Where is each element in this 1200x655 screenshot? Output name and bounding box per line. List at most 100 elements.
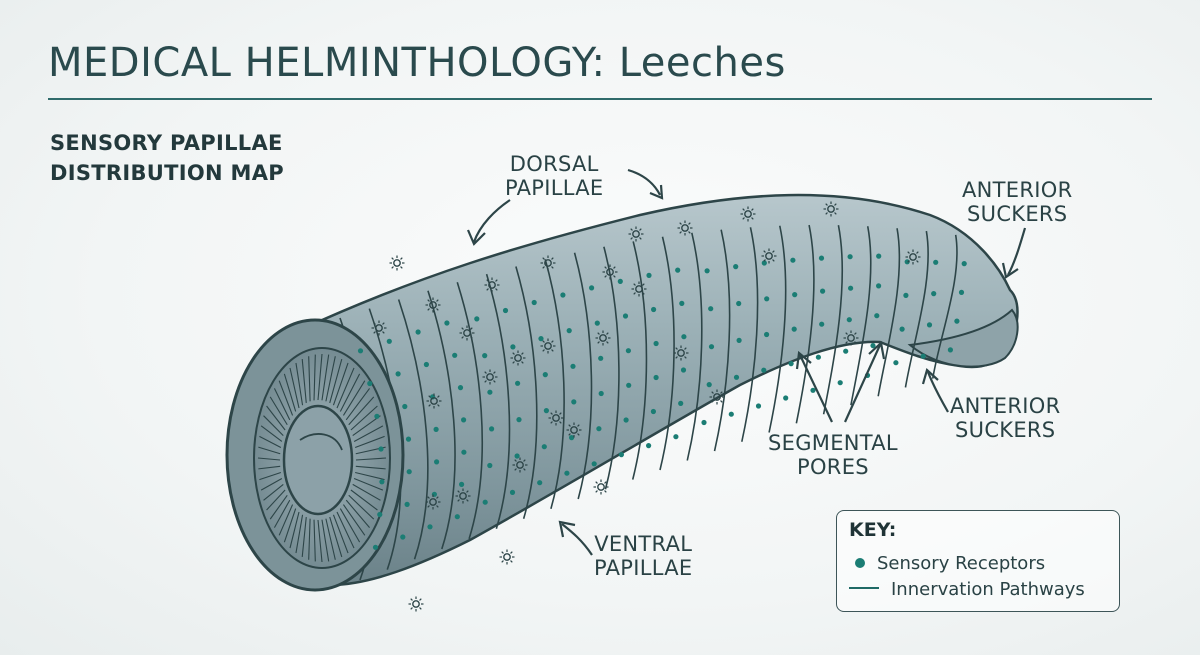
label-dorsal-papillae: DORSAL PAPILLAE <box>505 152 603 200</box>
receptor-dot <box>681 334 687 340</box>
receptor-dot <box>818 255 825 261</box>
receptor-dot <box>783 395 789 401</box>
receptor-dot <box>819 321 825 327</box>
receptor-dot <box>926 322 933 328</box>
sun-receptor-icon <box>631 281 647 297</box>
sun-receptor-icon <box>389 255 405 271</box>
receptor-dot <box>598 390 604 397</box>
sun-receptor-icon <box>595 330 611 346</box>
segment-ring <box>877 228 901 397</box>
subtitle-line-2: DISTRIBUTION MAP <box>50 161 284 185</box>
receptor-dot <box>947 347 954 353</box>
receptor-dot <box>903 292 909 298</box>
segmental-arrow-2 <box>843 344 882 423</box>
sun-receptor-icon <box>371 320 387 336</box>
receptor-dot <box>646 443 652 449</box>
label-anterior-bottom-line-2: SUCKERS <box>955 418 1056 442</box>
receptor-dot <box>708 306 714 312</box>
receptor-dot <box>653 340 659 347</box>
anterior-bottom-arrow-head <box>921 367 939 385</box>
receptor-dot <box>678 400 684 406</box>
label-ventral-line-2: PAPILLAE <box>594 556 693 580</box>
sucker-radial-line <box>266 405 286 431</box>
sucker-radial-line <box>273 388 291 421</box>
receptor-dot <box>372 544 379 550</box>
sucker-radial-line <box>350 489 378 511</box>
receptor-dot <box>509 489 516 495</box>
segment-ring <box>795 224 815 424</box>
dorsal-arrow-right-head <box>649 184 664 200</box>
anterior-bottom-arrow <box>926 371 949 413</box>
segment-ring <box>573 252 593 500</box>
receptor-dot <box>761 367 767 373</box>
sucker-radial-line <box>301 359 307 403</box>
receptor-dot <box>541 444 547 450</box>
sucker-radial-line <box>339 508 361 543</box>
sensory-receptor-dots <box>357 253 967 550</box>
receptor-dot <box>847 254 853 260</box>
receptor-dot <box>954 318 960 324</box>
receptor-dot <box>357 348 364 354</box>
sucker-radial-line <box>325 518 336 560</box>
receptor-dot <box>598 355 604 361</box>
sucker-radial-line <box>269 396 288 426</box>
sucker-radial-line <box>352 415 381 437</box>
sucker-radial-line <box>339 373 361 412</box>
receptor-dot <box>537 480 543 486</box>
label-dorsal-line-1: DORSAL <box>509 152 599 176</box>
receptor-dot <box>680 367 687 373</box>
sun-receptor-icon <box>484 277 500 293</box>
subtitle-line-1: SENSORY PAPILLAE <box>50 131 283 155</box>
sucker-radial-line <box>350 405 378 431</box>
receptor-dot <box>810 387 816 393</box>
segment-ring <box>713 229 731 452</box>
receptor-dot <box>433 426 439 432</box>
sun-receptor-icon <box>740 206 756 222</box>
receptor-dot <box>625 348 632 354</box>
segment-ring <box>485 273 511 529</box>
segment-ring <box>741 227 759 442</box>
receptor-dot <box>452 352 458 358</box>
dorsal-arrow-left <box>472 199 511 243</box>
segment-ring <box>686 232 703 461</box>
sucker-radial-line <box>355 465 386 470</box>
sucker-radial-line <box>325 356 336 402</box>
sucker-radial-line <box>273 499 291 528</box>
receptor-dot <box>386 338 392 344</box>
segment-ring <box>397 299 429 560</box>
receptor-dot <box>755 403 762 409</box>
receptor-dot <box>374 413 380 419</box>
receptor-dot <box>617 278 623 284</box>
receptor-dot <box>820 288 826 294</box>
receptor-dot <box>673 434 679 440</box>
receptor-dot <box>542 372 548 378</box>
label-ventral-line-1: VENTRAL <box>594 532 693 556</box>
sun-receptor-icon <box>677 220 693 236</box>
receptor-dot <box>961 261 967 267</box>
sun-receptor-icon <box>425 297 441 313</box>
key-title: KEY: <box>849 519 897 541</box>
label-segmental-line-1: SEGMENTAL <box>768 431 898 455</box>
receptor-dot <box>792 292 798 298</box>
pathway-line-icon <box>849 586 879 589</box>
sucker-radial-line <box>317 519 323 563</box>
sucker-radial-line <box>348 396 375 426</box>
receptor-dot <box>514 453 520 459</box>
legend-key: KEY: Sensory Receptors Innervation Pathw… <box>836 510 1120 612</box>
sucker-radial-line <box>345 499 370 528</box>
sucker-radial-line <box>354 435 385 449</box>
receptor-dot <box>378 446 384 452</box>
sucker-radial-line <box>258 465 281 470</box>
sucker-radial-line <box>289 511 300 549</box>
segmental-arrow-2-head <box>868 340 886 360</box>
receptor-dot <box>622 313 629 319</box>
receptor-dot-icon <box>855 558 865 568</box>
label-ventral-papillae: VENTRAL PAPILLAE <box>594 532 692 580</box>
receptor-dot <box>931 291 937 297</box>
sucker-radial-line <box>308 518 311 560</box>
receptor-dot <box>623 417 629 423</box>
receptor-dot <box>651 306 657 313</box>
receptor-dot <box>708 344 715 350</box>
segment-ring <box>456 282 483 540</box>
receptor-dot <box>489 426 495 432</box>
